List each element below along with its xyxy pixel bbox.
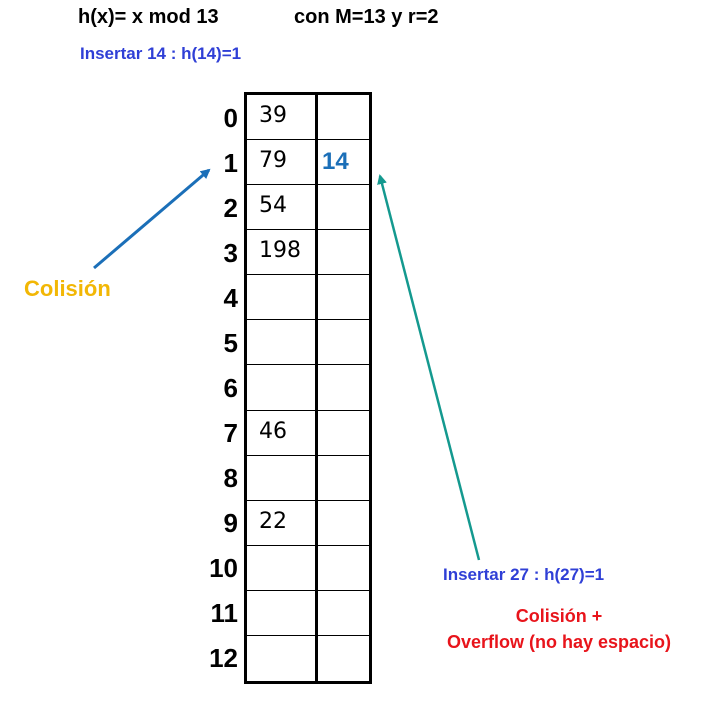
table-cell-slot1 <box>247 320 318 366</box>
collision-label: Colisión <box>24 276 111 301</box>
table-cell-slot1 <box>247 590 318 636</box>
row-index: 6 <box>223 373 238 403</box>
table-cell-slot2 <box>318 185 369 231</box>
table-cell-slot1: 79 <box>247 140 318 186</box>
row-index: 12 <box>209 643 238 674</box>
table-cell-slot1: 39 <box>247 95 318 141</box>
table-cell-slot1 <box>247 365 318 411</box>
slot1-value: 54 <box>259 193 287 219</box>
table-cell-slot2 <box>318 501 369 546</box>
slot1-value: 39 <box>259 103 287 128</box>
table-cell-slot1: 22 <box>247 500 318 546</box>
table-cell-slot2 <box>318 591 369 636</box>
insert-27-label: Insertar 27 : h(27)=1 <box>443 565 605 584</box>
row-index: 3 <box>223 237 238 268</box>
row-index: 7 <box>223 418 238 449</box>
slot1-value: 79 <box>259 148 287 174</box>
row-index: 0 <box>223 102 238 133</box>
table-cell-slot1: 46 <box>247 410 318 456</box>
parameters-title: con M=13 y r=2 <box>294 6 439 28</box>
slot1-value: 46 <box>259 418 287 444</box>
row-index: 1 <box>223 147 238 178</box>
row-index: 2 <box>223 192 238 223</box>
insert-14-label: Insertar 14 : h(14)=1 <box>80 44 242 63</box>
collision-overflow-label: Colisión + Overflow (no hay espacio) <box>422 603 696 655</box>
row-index: 9 <box>223 508 238 539</box>
row-index: 10 <box>209 553 238 584</box>
row-index: 5 <box>223 327 238 358</box>
slot1-value: 22 <box>259 508 287 534</box>
table-cell-slot2 <box>318 546 369 591</box>
row-index: 4 <box>223 282 238 313</box>
table-cell-slot2 <box>318 230 369 276</box>
row-index: 8 <box>223 463 238 494</box>
table-cell-slot1: 54 <box>247 185 318 231</box>
table-cell-slot2 <box>318 320 369 366</box>
table-cell-slot2 <box>318 456 369 501</box>
table-cell-slot1: 198 <box>247 230 318 276</box>
table-cell-slot1 <box>247 635 318 681</box>
table-cell-slot1 <box>247 455 318 501</box>
collision-overflow-line2: Overflow (no hay espacio) <box>446 632 672 652</box>
row-index: 11 <box>210 598 239 629</box>
table-cell-slot2 <box>318 411 369 456</box>
collision-arrow <box>93 168 211 270</box>
table-cell-slot2 <box>318 95 369 141</box>
slot2-value: 14 <box>322 148 349 176</box>
table-cell-slot1 <box>247 275 318 321</box>
hash-table: 39 79 14 54 198 46 22 <box>244 92 372 684</box>
insert-27-arrow <box>377 174 481 561</box>
table-cell-slot2 <box>318 275 369 321</box>
hash-function-title: h(x)= x mod 13 <box>78 6 219 28</box>
table-cell-slot2 <box>318 365 369 411</box>
table-cell-slot2: 14 <box>318 140 369 186</box>
collision-overflow-line1: Colisión + <box>515 606 603 626</box>
table-cell-slot1 <box>247 545 318 591</box>
slot1-value: 198 <box>259 238 301 264</box>
